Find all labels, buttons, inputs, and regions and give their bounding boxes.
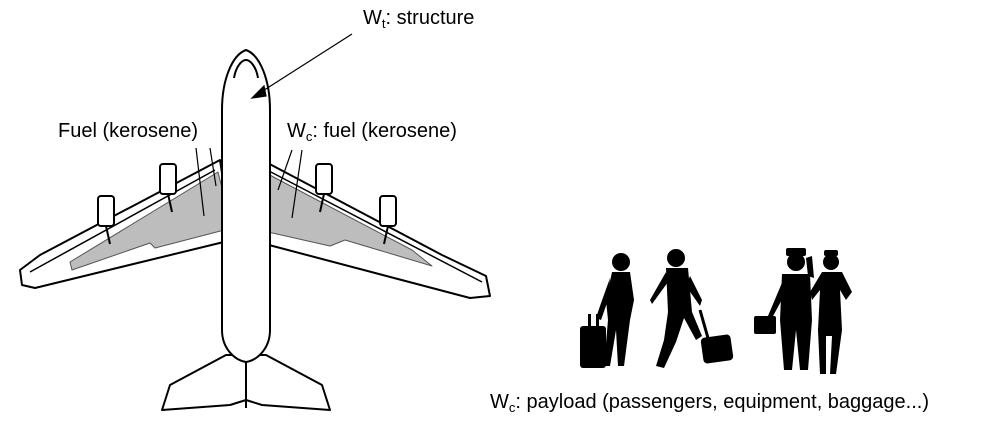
fuel-left-label: Fuel (kerosene) [58,120,199,142]
walking-woman-with-suitcase-icon [580,253,634,368]
structure-label: Wt: structure [363,7,475,31]
structure-arrow-line [257,33,353,95]
man-with-briefcase-icon [754,248,814,370]
walking-man-with-rolling-bag-icon [650,249,734,368]
right-inner-engine [315,163,333,213]
annotation-lines [195,33,353,219]
cockpit [233,59,259,79]
fuel-right-pointer-2 [291,149,303,219]
structure-arrowhead [250,84,267,99]
fuel-left-pointer-2 [209,147,217,187]
right-outer-engine [379,195,397,245]
fuel-right-pointer-1 [277,149,293,191]
left-outer-engine [97,195,115,245]
payload-label: Wc: payload (passengers, equipment, bagg… [490,391,929,415]
fuel-right-label: Wc: fuel (kerosene) [287,120,457,144]
flight-attendant-icon [810,250,852,374]
fuselage [221,49,271,363]
airplane-icon [19,49,491,411]
passenger-silhouettes [580,248,852,374]
fuel-left-pointer-1 [195,147,205,217]
left-inner-engine [159,163,177,213]
